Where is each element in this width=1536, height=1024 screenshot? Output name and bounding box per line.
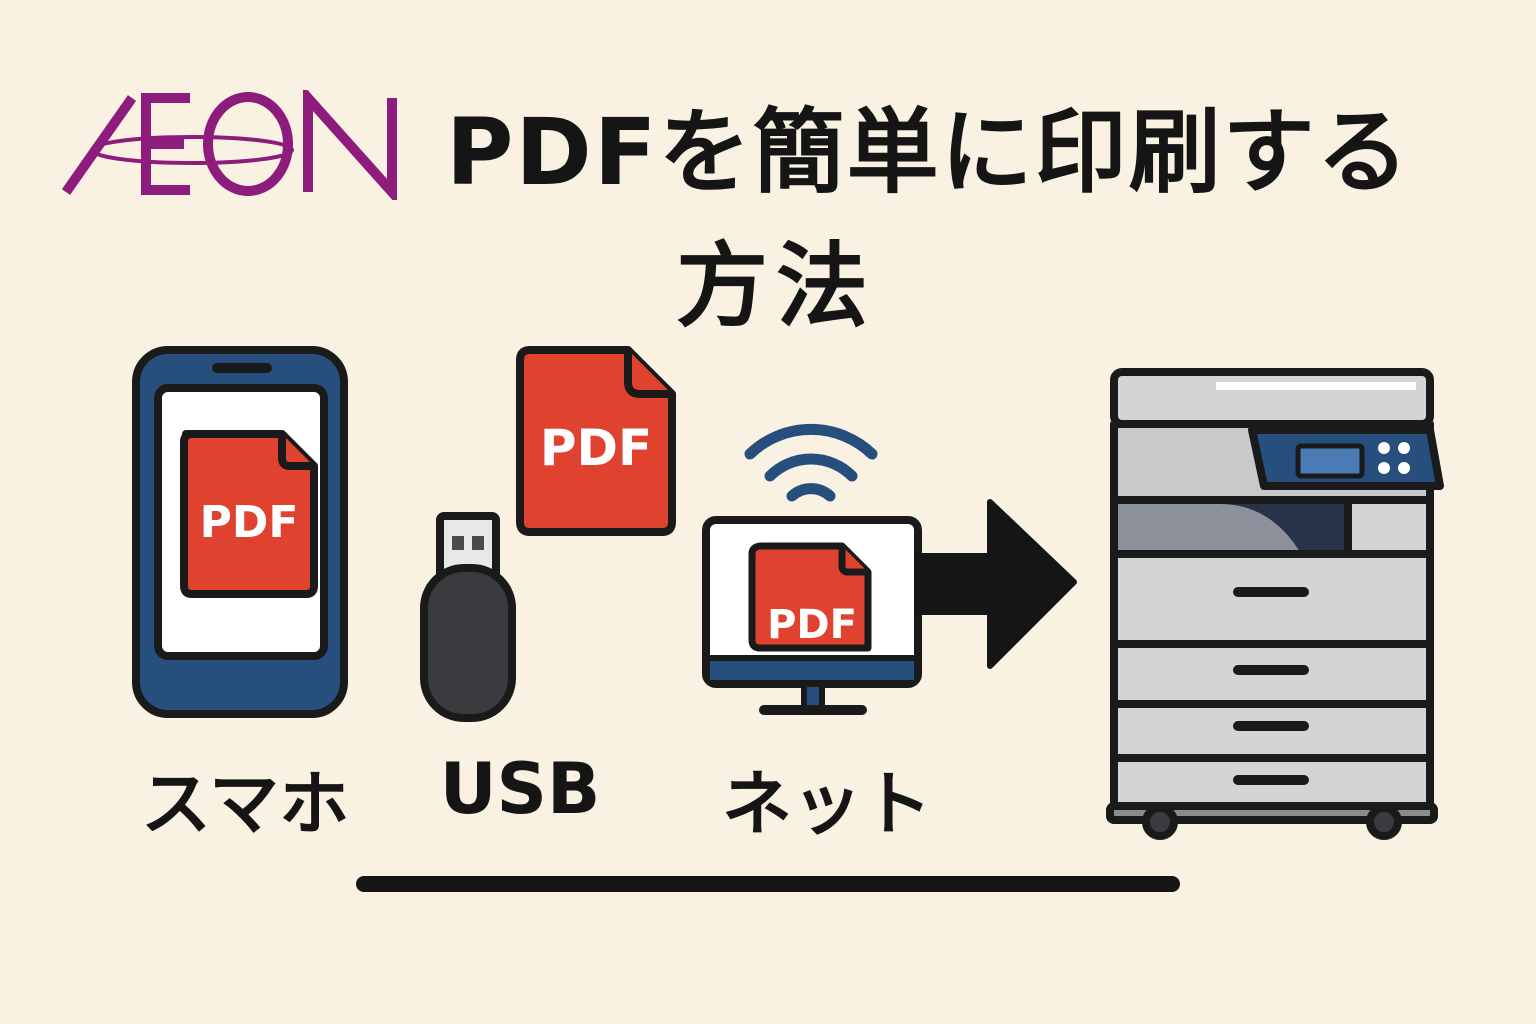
page-title-line-1: PDFを簡単に印刷する	[446, 99, 1411, 206]
pdf-label: PDF	[767, 602, 857, 648]
page-title-line-2: 方法	[676, 233, 877, 340]
smartphone-icon: PDF	[132, 346, 348, 718]
pdf-file-icon: PDF	[748, 542, 872, 652]
label-network: ネット	[722, 763, 932, 845]
pdf-file-icon: PDF	[516, 346, 676, 536]
network-monitor-icon: PDF	[702, 516, 922, 715]
arrow-right-icon	[915, 499, 1077, 669]
pdf-label: PDF	[540, 419, 652, 477]
multifunction-printer-icon	[1106, 368, 1444, 840]
wifi-icon	[744, 423, 878, 502]
label-smartphone: スマホ	[141, 763, 349, 845]
pdf-file-icon: PDF	[180, 430, 318, 598]
aeon-logo	[62, 90, 397, 200]
pdf-label: PDF	[200, 497, 299, 548]
usb-drive-icon	[420, 512, 516, 722]
label-usb: USB	[439, 748, 601, 830]
